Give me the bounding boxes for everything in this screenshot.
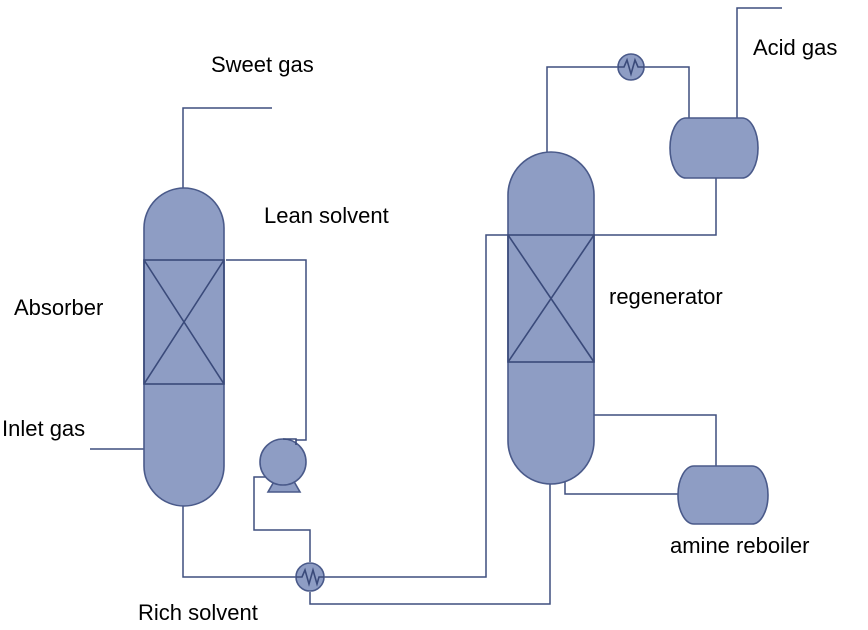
reboiler-draw-line <box>592 414 717 466</box>
condenser-heat-exchanger-icon <box>617 53 645 81</box>
lean-return-line <box>309 482 551 605</box>
reflux-drum <box>669 117 759 179</box>
reboiler-return-line <box>564 482 678 495</box>
lean-rich-heat-exchanger-icon <box>295 562 325 592</box>
amine-reboiler <box>677 465 769 525</box>
sweet-gas-line <box>182 107 272 188</box>
reflux-line <box>592 178 717 236</box>
absorber-packing <box>143 259 225 385</box>
rich-feed-line <box>323 234 509 578</box>
acid-gas-line <box>736 7 782 118</box>
exchanger-to-pump-line <box>253 476 311 562</box>
sweet-gas-label: Sweet gas <box>211 52 314 77</box>
rich-solvent-line <box>182 505 299 578</box>
pump-icon <box>259 438 307 493</box>
absorber-label: Absorber <box>14 295 103 320</box>
absorber-column <box>143 187 225 507</box>
regenerator-label: regenerator <box>609 284 723 309</box>
regenerator-packing <box>507 234 595 363</box>
amine-reboiler-label: amine reboiler <box>670 533 809 558</box>
inlet-gas-label: Inlet gas <box>2 416 85 441</box>
regenerator-column <box>507 151 595 485</box>
condensed-line <box>644 66 690 118</box>
acid-gas-label: Acid gas <box>753 35 837 60</box>
lean-solvent-line <box>226 259 307 441</box>
lean-solvent-label: Lean solvent <box>264 203 389 228</box>
overhead-vapor-line <box>546 66 618 158</box>
rich-solvent-label: Rich solvent <box>138 600 258 625</box>
